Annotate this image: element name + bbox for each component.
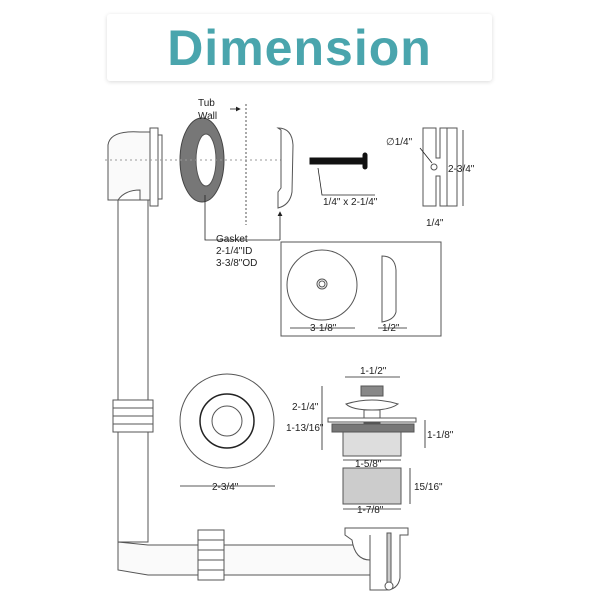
- title-banner: Dimension: [107, 14, 492, 81]
- bolt: [309, 157, 365, 165]
- bracket-height-label: 2-3/4": [448, 164, 475, 175]
- stopper-height-label: 2-1/4": [292, 402, 319, 413]
- plate-diameter-label: 3-1/8": [310, 323, 337, 334]
- page-title: Dimension: [167, 19, 432, 76]
- gasket-od-label: 3-3/8"OD: [216, 258, 257, 269]
- overflow-plate-side: [276, 127, 294, 209]
- bracket-width-label: 1/4": [426, 218, 444, 229]
- wall-label: Wall: [198, 111, 217, 122]
- thread-length-label: 1-1/8": [427, 430, 454, 441]
- bolt-size-label: 1/4" x 2-1/4": [323, 197, 378, 208]
- flange-diameter-label: 2-3/4": [212, 482, 239, 493]
- gasket-label: Gasket: [216, 234, 248, 245]
- body-diameter-label: 1-7/8": [357, 505, 384, 516]
- gasket-id-label: 2-1/4"ID: [216, 246, 252, 257]
- bracket: [422, 127, 458, 207]
- flange-front-view: [179, 373, 275, 469]
- hole-diameter-label: ∅1/4": [386, 137, 413, 148]
- body-length-label: 15/16": [414, 482, 443, 493]
- flange-height-label: 1-13/16": [286, 423, 324, 434]
- stopper-side-view: [327, 385, 417, 505]
- thread-diameter-label: 1-5/8": [355, 459, 382, 470]
- plate-depth-label: 1/2": [382, 323, 400, 334]
- tub-label: Tub: [198, 98, 215, 109]
- stopper-top-label: 1-1/2": [360, 366, 387, 377]
- overflow-pipe: [107, 127, 409, 591]
